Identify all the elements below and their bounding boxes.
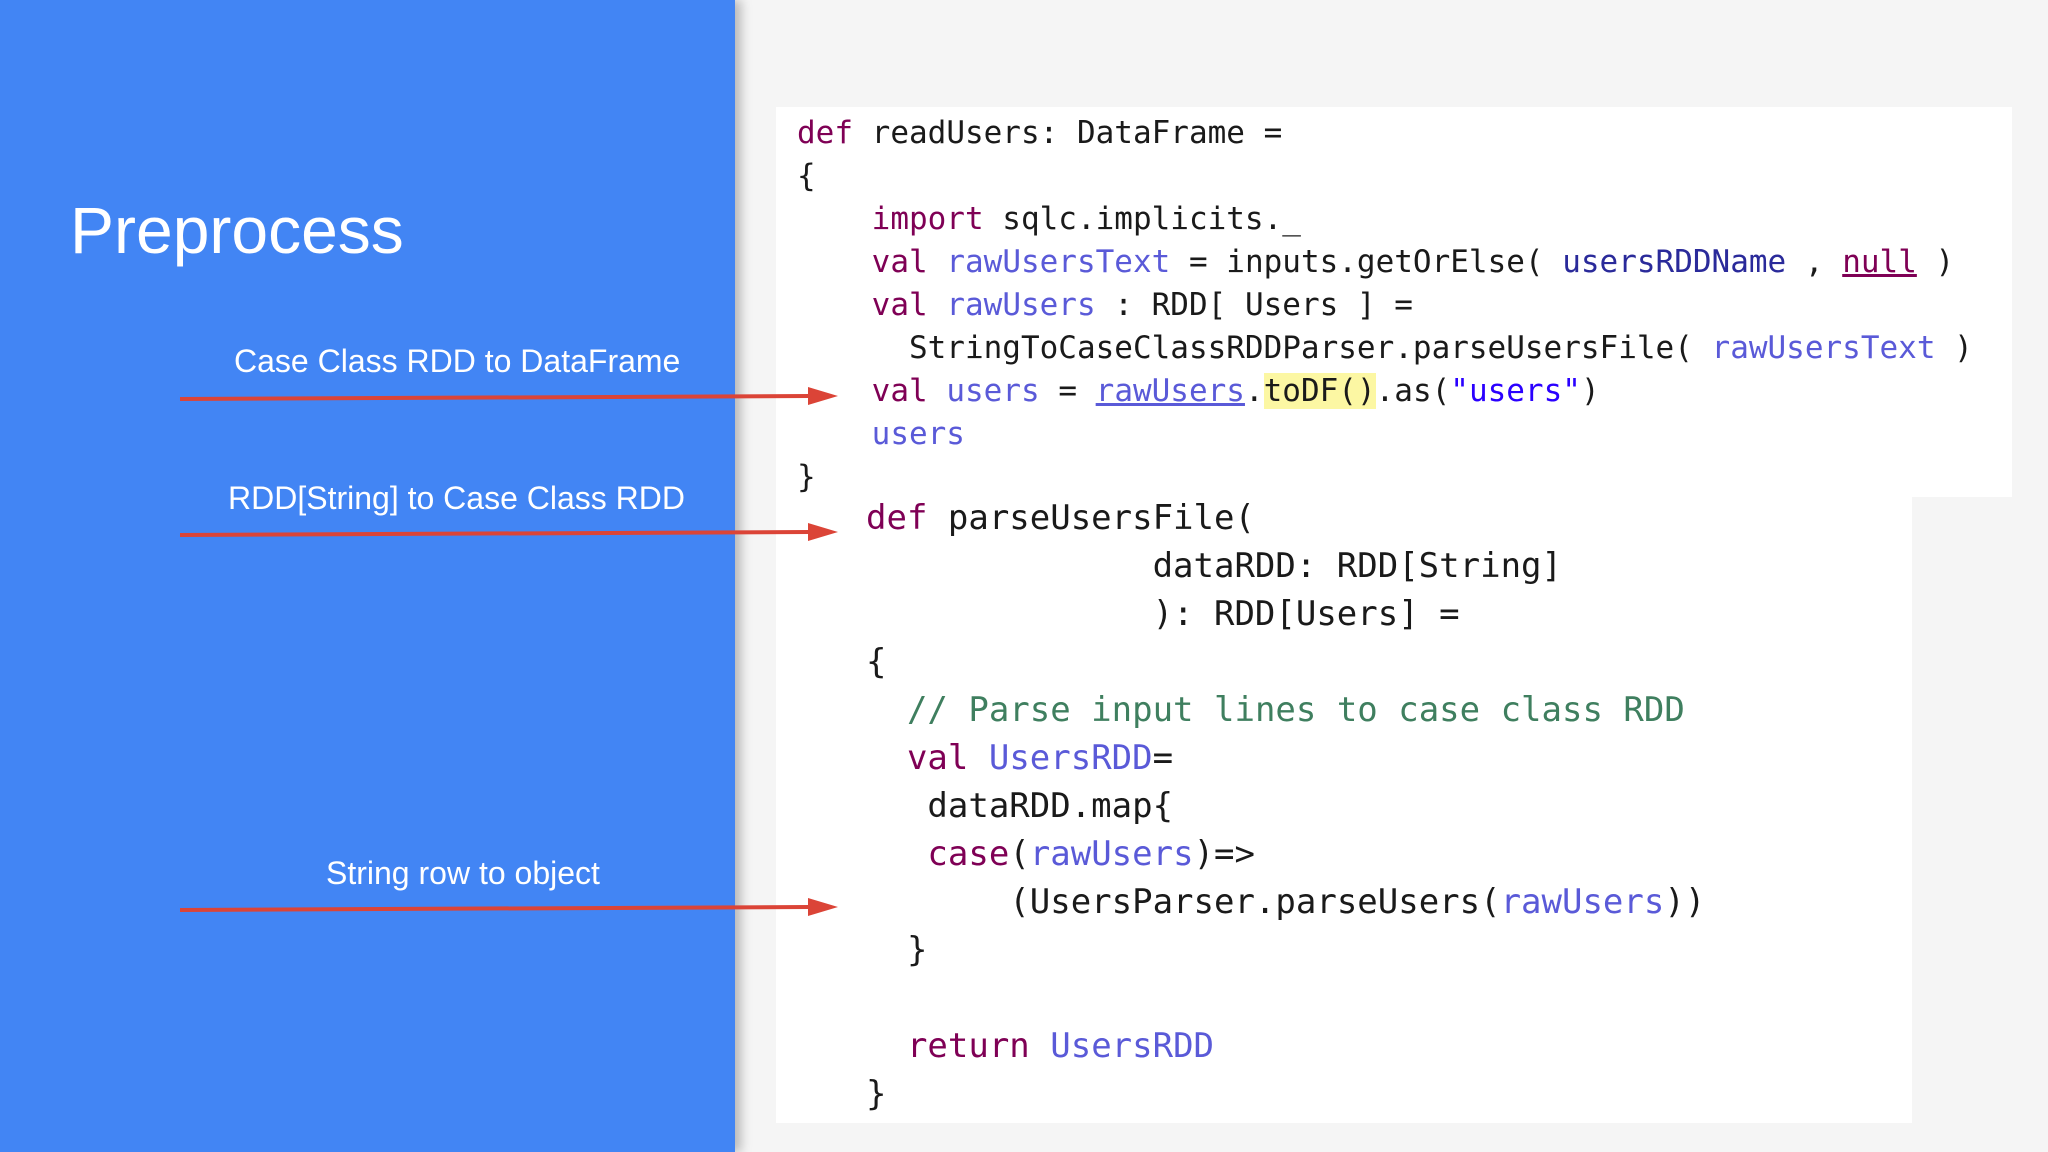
code-block-read-users [776,107,2012,497]
annotation-case-class-to-dataframe: Case Class RDD to DataFrame [234,343,681,379]
code-line: ): RDD[Users] = [1152,594,1460,634]
arrow-1-icon [179,387,838,405]
code-line: } [866,1074,887,1114]
code-line: { [797,158,816,194]
code-line: def parseUsersFile( [866,498,1255,538]
left-panel [0,0,735,1152]
code-line: dataRDD.map{ [927,786,1174,826]
code-line: dataRDD: RDD[String] [1152,546,1562,586]
slide-title: Preprocess [70,193,404,267]
code-parse-users-file: def parseUsersFile( dataRDD: RDD[String]… [866,494,1705,1118]
code-read-users: def readUsers: DataFrame = { import sqlc… [797,112,1973,499]
code-line: { [866,642,887,682]
code-line: case(rawUsers)=> [927,834,1255,874]
code-line: } [797,459,816,495]
code-line: } [906,930,928,970]
code-line: return UsersRDD [906,1026,1215,1066]
highlighted-todf: toDF() [1263,373,1376,409]
code-line: val rawUsers : RDD[ Users ] = [871,287,1413,323]
code-line: val UsersRDD= [906,738,1174,778]
arrow-2-icon [179,523,838,541]
code-line: def readUsers: DataFrame = [797,115,1283,151]
code-line: StringToCaseClassRDDParser.parseUsersFil… [908,330,1973,366]
code-block-parse-users-file [776,497,1912,1123]
code-line: (UsersParser.parseUsers(rawUsers)) [1009,882,1706,922]
code-comment: // Parse input lines to case class RDD [906,690,1685,730]
code-line: val rawUsersText = inputs.getOrElse( use… [871,244,1955,280]
annotation-rdd-string-to-case-class: RDD[String] to Case Class RDD [228,480,685,516]
annotation-string-row-to-object: String row to object [326,855,600,891]
code-line: val users = rawUsers.toDF().as("users") [871,373,1600,409]
arrow-3-icon [179,898,838,916]
code-line: import sqlc.implicits._ [871,201,1301,237]
code-line: users [871,416,965,452]
